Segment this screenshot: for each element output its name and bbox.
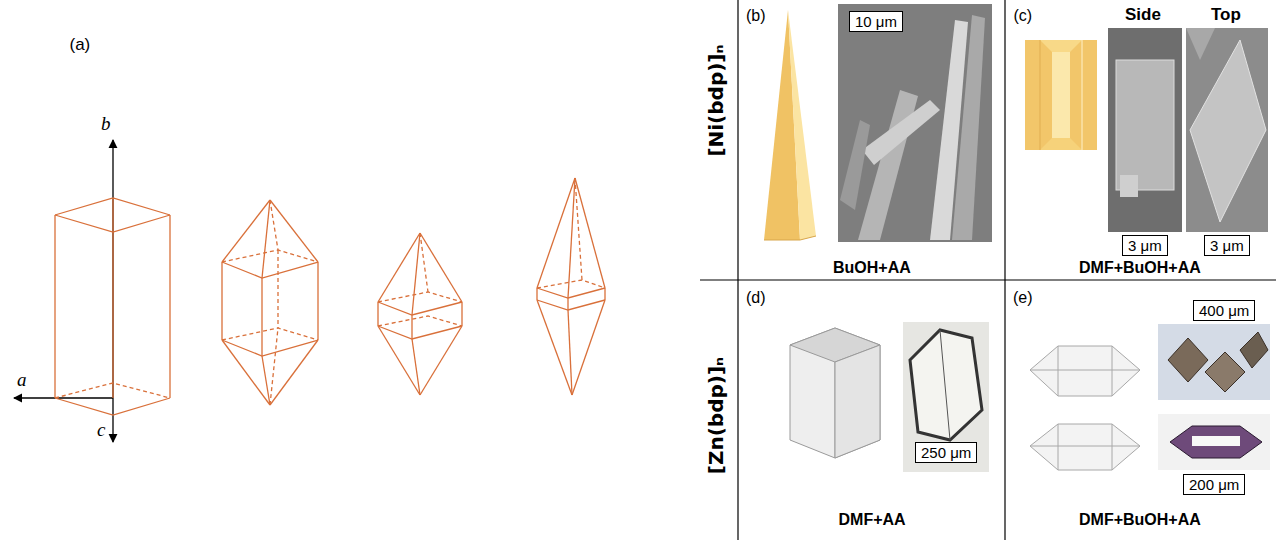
scale-bar-text: 3 μm <box>1210 237 1244 254</box>
text-label: DMF+BuOH+AA <box>1079 259 1201 277</box>
scale-bar-text: 250 μm <box>921 444 971 461</box>
scale-bar-box: 10 μm <box>849 11 903 32</box>
scale-bar-text: 10 μm <box>855 13 897 30</box>
optical-image <box>903 322 989 472</box>
panel-letter: (c) <box>1014 7 1033 25</box>
text-label: c <box>97 419 105 441</box>
row-label: [Zn(bdp)]ₙ <box>705 356 728 473</box>
sem-image <box>838 4 992 242</box>
scale-bar-text: 3 μm <box>1128 237 1162 254</box>
panel-letter: (d) <box>746 289 766 307</box>
sem-image <box>1108 28 1268 232</box>
plate-model <box>1025 40 1097 150</box>
optical-image <box>1158 324 1270 470</box>
row-label: [Ni(bdp)]ₙ <box>705 44 728 156</box>
crystal-axes <box>14 140 113 442</box>
scale-bar-box: 200 μm <box>1183 474 1245 495</box>
text-label: BuOH+AA <box>833 259 911 277</box>
scale-bar-box: 400 μm <box>1193 300 1255 321</box>
text-label: b <box>101 113 111 135</box>
crystal-wireframes <box>55 178 605 415</box>
scale-bar-text: 400 μm <box>1199 302 1249 319</box>
text-label: Side <box>1125 5 1161 25</box>
scale-bar-box: 3 μm <box>1122 235 1168 256</box>
panel-letter: (b) <box>746 7 766 25</box>
panel-dividers <box>700 0 1276 540</box>
text-label: Top <box>1211 5 1241 25</box>
prism-model <box>790 328 880 458</box>
scale-bar-box: 250 μm <box>915 442 977 463</box>
scale-bar-box: 3 μm <box>1204 235 1250 256</box>
panel-letter: (e) <box>1013 289 1033 307</box>
panel-letter: (a) <box>70 35 91 55</box>
needle-model <box>764 10 816 240</box>
text-label: DMF+BuOH+AA <box>1079 511 1201 529</box>
text-label: a <box>17 369 27 391</box>
scale-bar-text: 200 μm <box>1189 476 1239 493</box>
text-label: DMF+AA <box>839 511 906 529</box>
bipyramid-model <box>1030 346 1140 470</box>
